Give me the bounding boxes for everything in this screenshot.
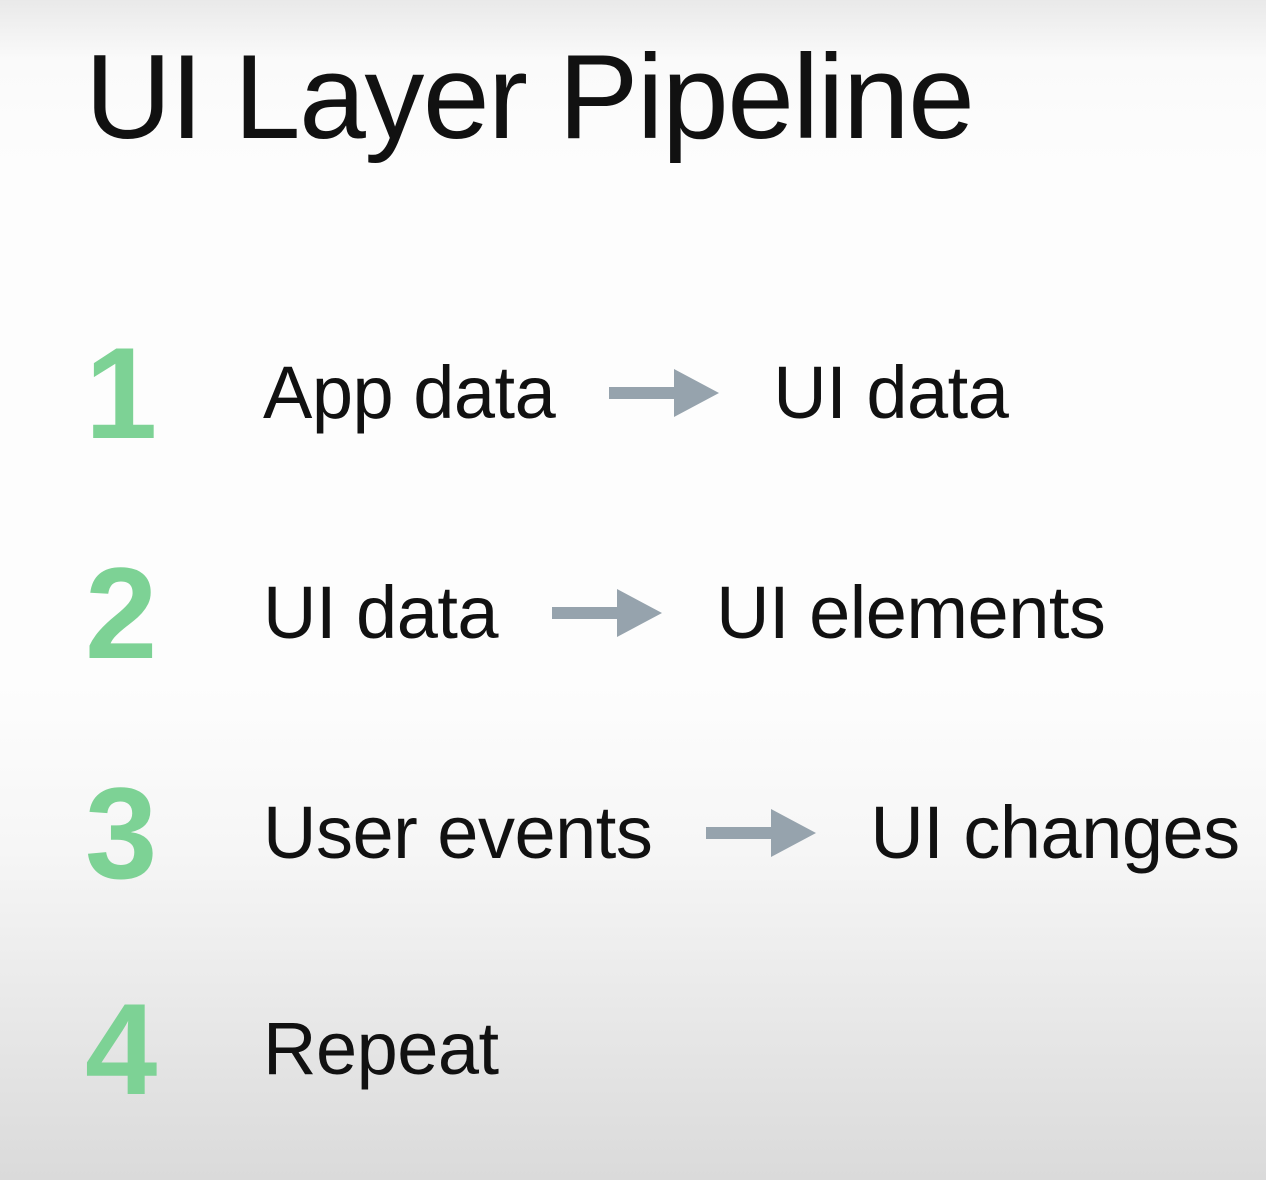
- step-number: 3: [85, 760, 158, 906]
- step-source-label: App data: [263, 351, 556, 434]
- pipeline-step-3: 3 User events UI changes: [0, 768, 1266, 898]
- step-number: 1: [85, 320, 158, 466]
- right-arrow-icon: [552, 589, 663, 637]
- step-target-label: UI data: [773, 351, 1009, 434]
- right-arrow-icon: [609, 369, 720, 417]
- slide-title: UI Layer Pipeline: [85, 30, 975, 164]
- step-number: 4: [85, 976, 158, 1122]
- step-target-label: UI elements: [716, 571, 1106, 654]
- step-source-label: User events: [263, 791, 653, 874]
- pipeline-step-4: 4 Repeat: [0, 984, 1266, 1114]
- step-source-label: Repeat: [263, 1007, 499, 1090]
- pipeline-step-1: 1 App data UI data: [0, 328, 1266, 458]
- right-arrow-icon: [706, 809, 817, 857]
- pipeline-step-2: 2 UI data UI elements: [0, 548, 1266, 678]
- step-number: 2: [85, 540, 158, 686]
- step-target-label: UI changes: [870, 791, 1240, 874]
- step-source-label: UI data: [263, 571, 499, 654]
